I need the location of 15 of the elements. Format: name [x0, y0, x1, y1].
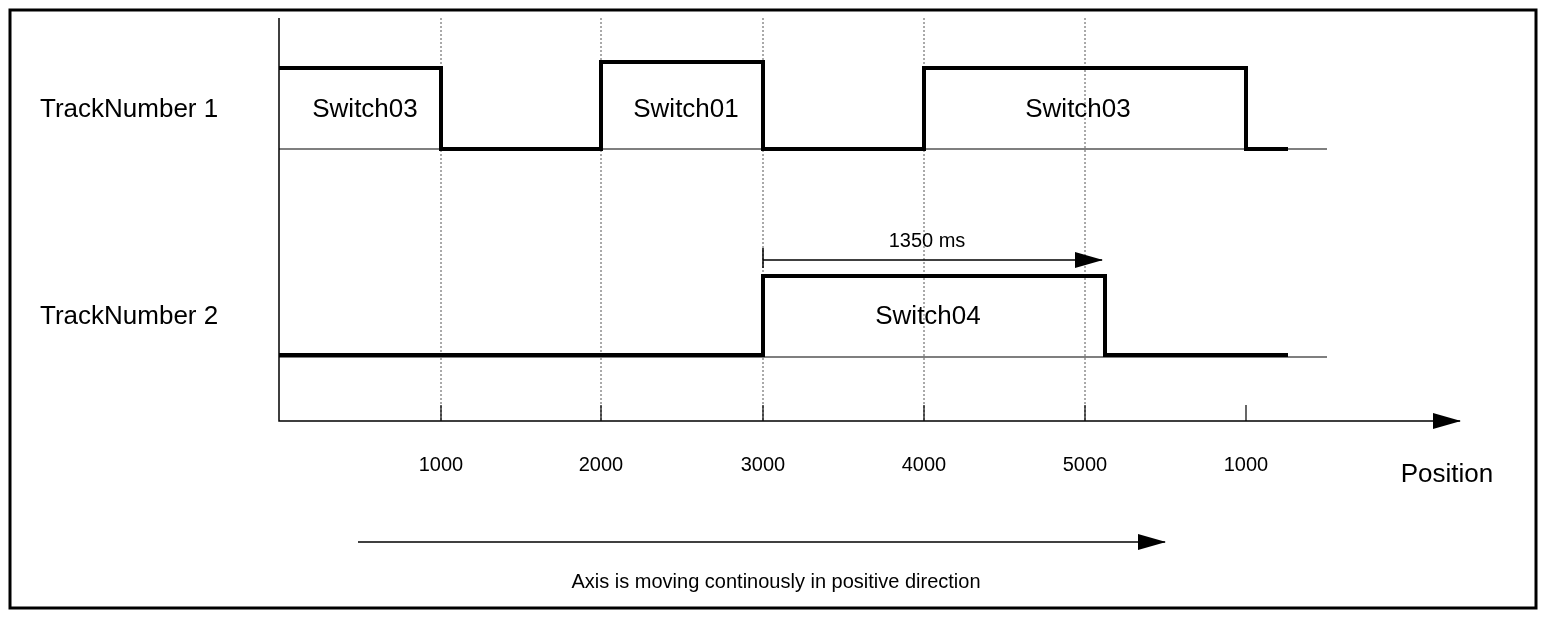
signal-label: Switch03: [312, 95, 418, 121]
tick-label: 1000: [1223, 454, 1269, 474]
dimension-label: 1350 ms: [888, 230, 966, 250]
track-label: TrackNumber 1: [40, 95, 219, 121]
note-text: Axis is moving continously in positive direction: [571, 571, 981, 591]
tick-label: 1000: [418, 454, 464, 474]
track-label: TrackNumber 2: [40, 302, 219, 328]
tick-label: 3000: [740, 454, 786, 474]
tick-label: 5000: [1062, 454, 1108, 474]
signal-label: Switch01: [633, 95, 739, 121]
tick-label: 2000: [578, 454, 624, 474]
signal-label: Switch04: [875, 302, 981, 328]
tick-label: 4000: [901, 454, 947, 474]
signal-label: Switch03: [1025, 95, 1131, 121]
axis-title: Position: [1400, 460, 1494, 486]
